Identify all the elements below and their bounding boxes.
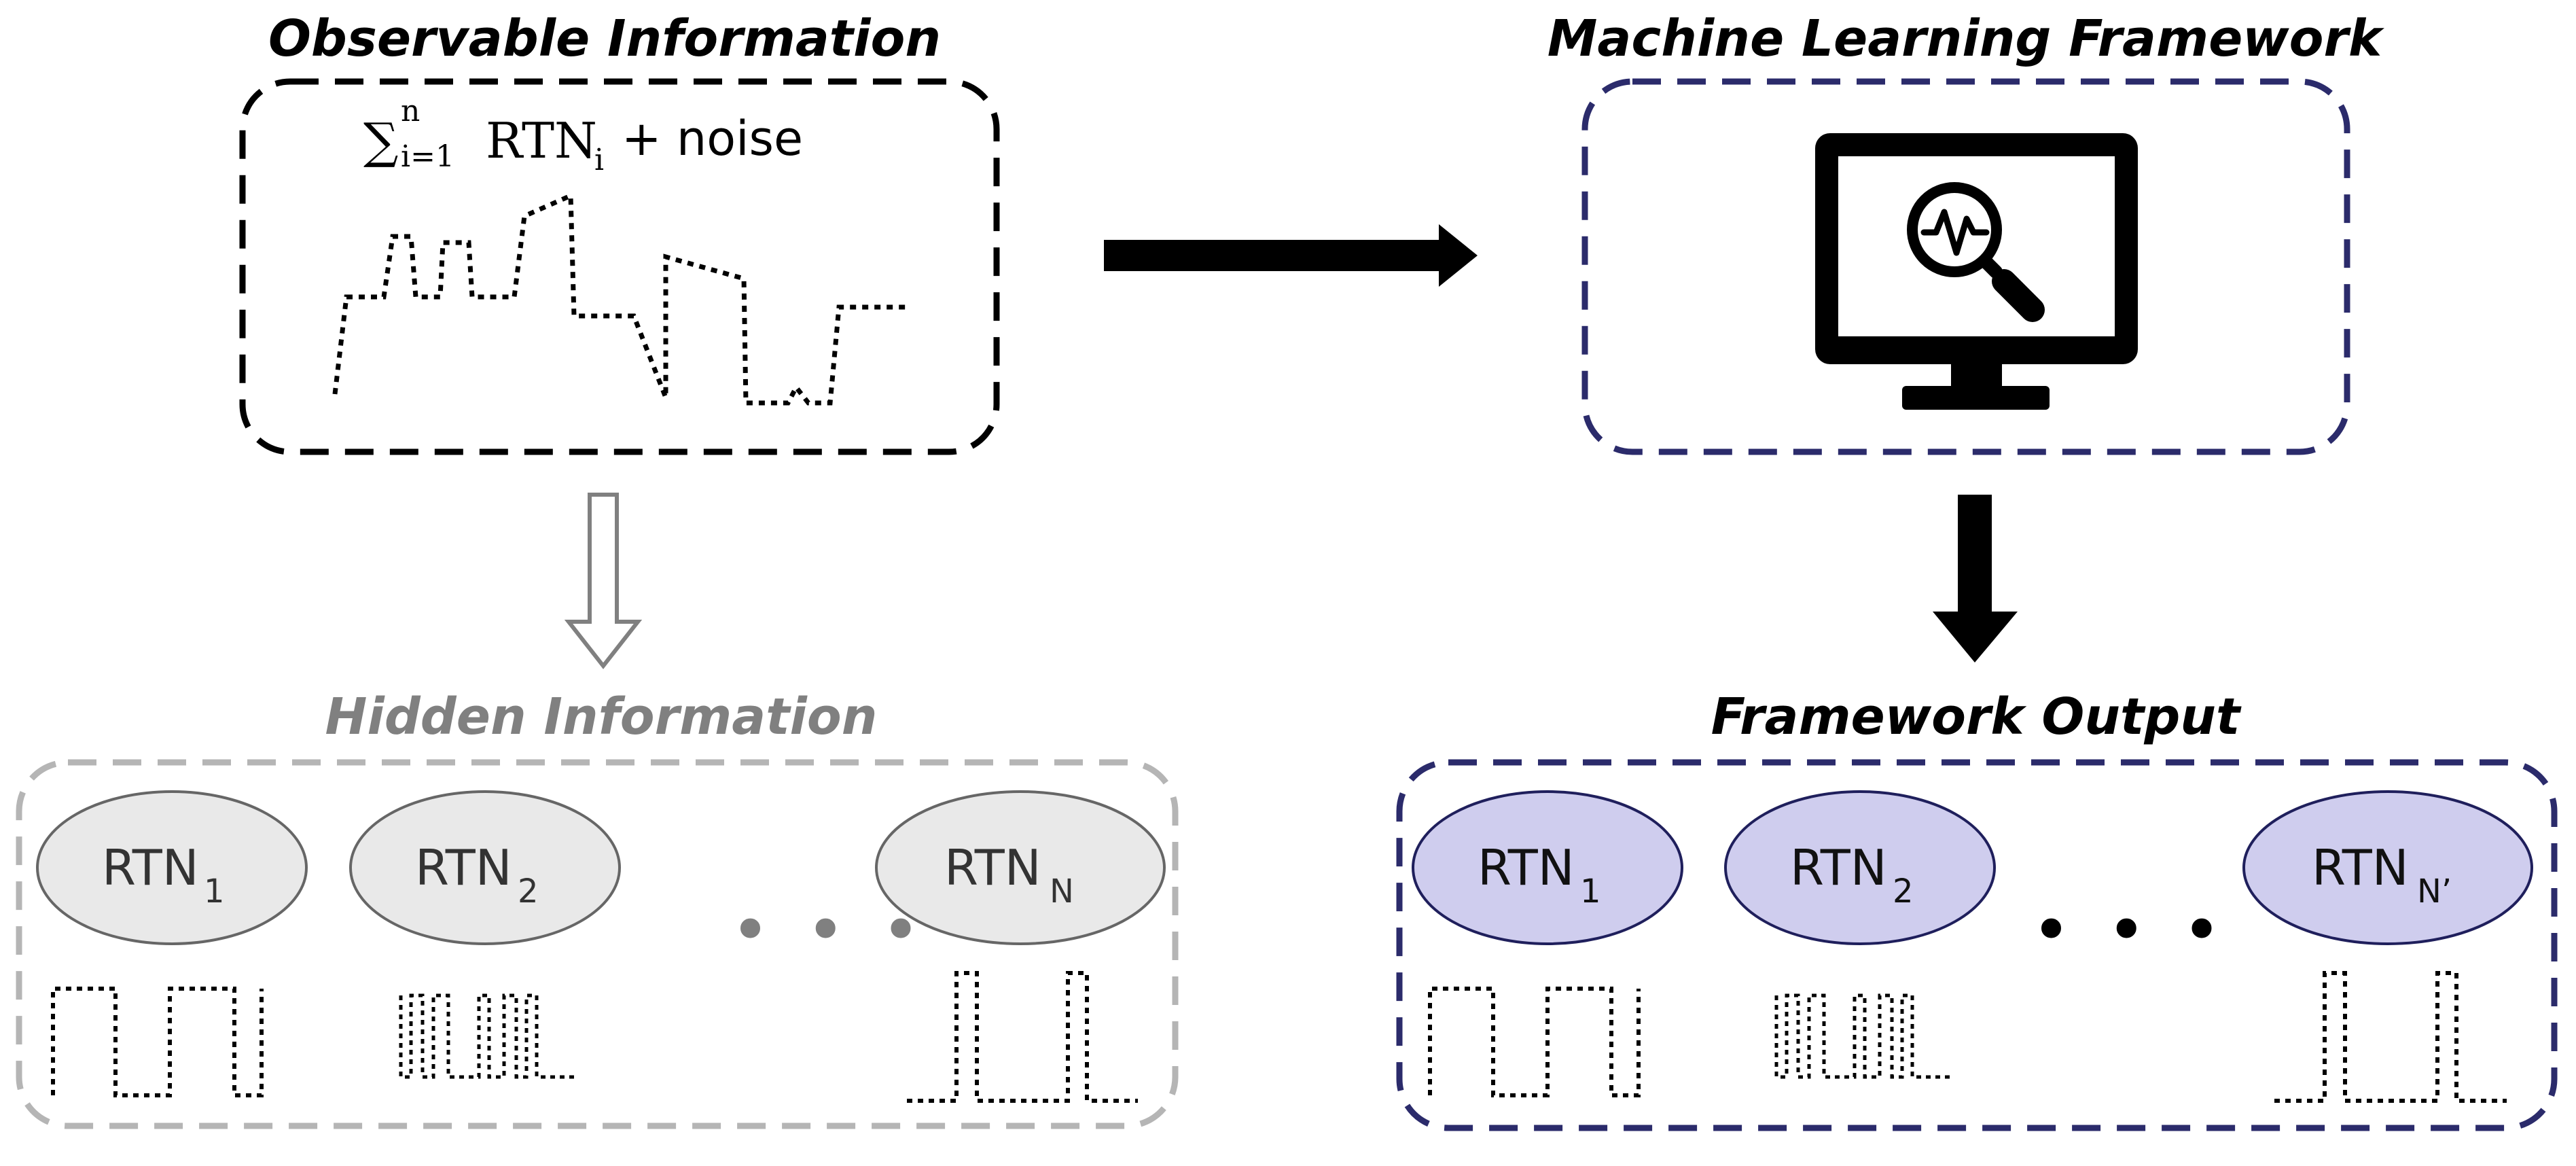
hidden-rtn-3-waveform (907, 971, 1138, 1103)
output-box (1396, 759, 2558, 1131)
framework-box (1581, 78, 2350, 455)
output-node-3-label: RTN (2312, 839, 2409, 896)
hidden-node-1: RTN 1 (36, 790, 308, 945)
output-node-1-label: RTN (1478, 839, 1575, 896)
output-rtn-2-waveform (1774, 993, 1953, 1079)
hidden-node-2: RTN 2 (349, 790, 621, 945)
noise-term: + noise (622, 111, 803, 166)
framework-title: Machine Learning Framework (1548, 10, 2384, 68)
hidden-title: Hidden Information (325, 688, 878, 746)
output-title: Framework Output (1711, 688, 2242, 746)
hidden-node-3: RTN N (875, 790, 1166, 945)
hidden-rtn-1-waveform (51, 987, 264, 1097)
observable-box (239, 78, 1000, 455)
noisy-signal-trace (332, 192, 910, 406)
sum-symbol: ∑ (363, 112, 398, 169)
output-node-3-subscript: N’ (2417, 872, 2452, 911)
observable-title: Observable Information (268, 10, 941, 68)
hidden-node-1-label: RTN (102, 839, 199, 896)
output-rtn-3-waveform (2274, 971, 2507, 1103)
hidden-node-2-label: RTN (415, 839, 512, 896)
arrow-observable-to-framework (1104, 224, 1478, 287)
hidden-ellipsis: • • • (730, 890, 928, 970)
rtn-term: RTN (486, 112, 597, 169)
arrow-framework-to-output (1933, 495, 2018, 662)
hidden-node-1-subscript: 1 (204, 872, 225, 911)
output-node-3: RTN N’ (2242, 790, 2533, 945)
sum-superscript: n (401, 94, 420, 128)
output-node-2-subscript: 2 (1893, 872, 1914, 911)
observable-formula: ∑ n i=1 RTN i + noise (363, 94, 803, 177)
rtn-term-subscript: i (594, 143, 604, 177)
output-node-2-label: RTN (1790, 839, 1887, 896)
hidden-box (16, 759, 1179, 1129)
output-ellipsis: • • • (2031, 890, 2229, 970)
output-node-1-subscript: 1 (1580, 872, 1601, 911)
output-rtn-1-waveform (1428, 987, 1641, 1097)
hidden-node-2-subscript: 2 (518, 872, 539, 911)
arrow-hidden-relationship (564, 493, 643, 669)
output-node-2: RTN 2 (1724, 790, 1996, 945)
sum-subscript: i=1 (401, 139, 454, 174)
output-node-1: RTN 1 (1412, 790, 1683, 945)
hidden-node-3-label: RTN (944, 839, 1041, 896)
hidden-rtn-2-waveform (399, 993, 577, 1079)
monitor-search-icon (1815, 133, 2138, 410)
hidden-node-3-subscript: N (1050, 872, 1074, 911)
